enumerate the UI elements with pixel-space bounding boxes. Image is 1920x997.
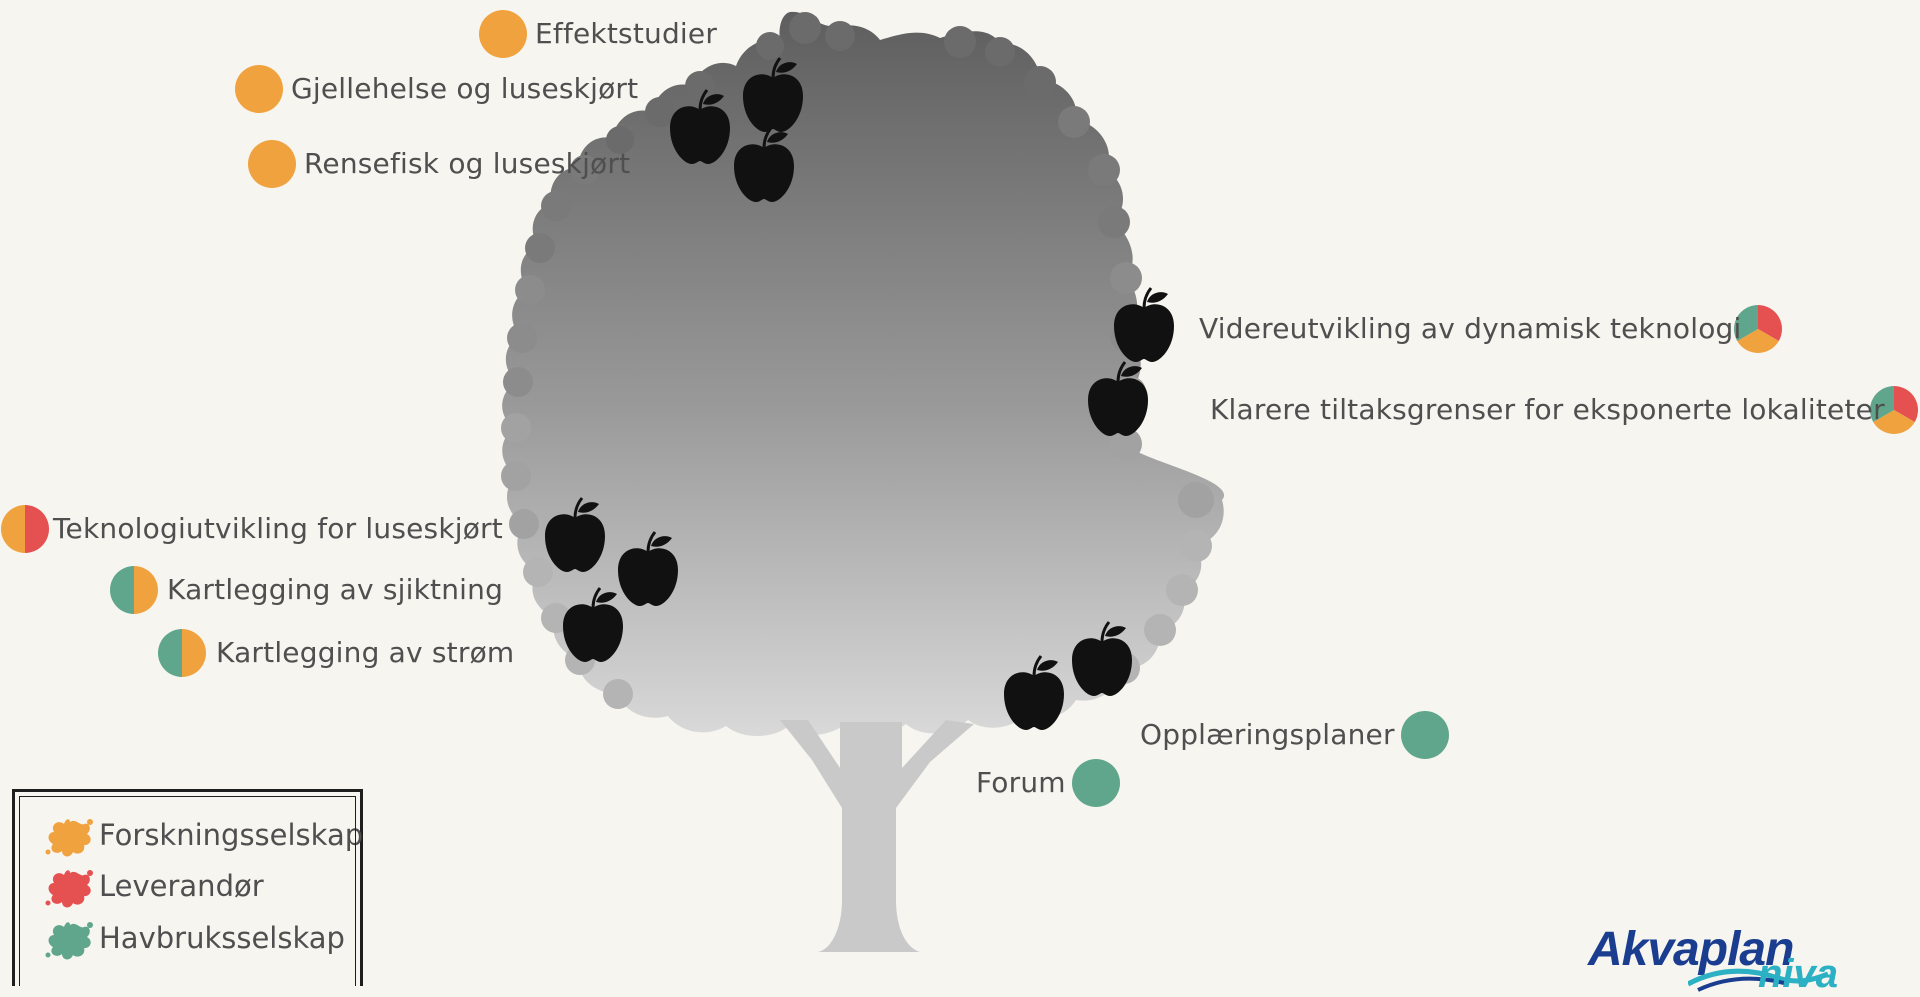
legend-label-forskningsselskap: Forskningsselskap	[99, 818, 364, 852]
legend-label-leverandor: Leverandør	[99, 869, 264, 903]
splat-icon	[45, 922, 93, 960]
label-videreutvikling: Videreutvikling av dynamisk teknologi	[1199, 312, 1742, 345]
splat-icon	[45, 819, 93, 857]
marker-strom	[158, 629, 206, 677]
label-strom: Kartlegging av strøm	[216, 636, 515, 669]
label-effektstudier: Effektstudier	[535, 17, 718, 50]
akvaplan-niva-logo: Akvaplan niva	[1588, 922, 1888, 996]
marker-opplaering	[1401, 711, 1449, 759]
label-teknologiutvikling: Teknologiutvikling for luseskjørt	[53, 512, 503, 545]
marker-gjellehelse	[235, 65, 283, 113]
tree-canopy	[501, 11, 1225, 737]
marker-rensefisk	[248, 140, 296, 188]
marker-effektstudier	[479, 10, 527, 58]
label-sjiktning: Kartlegging av sjiktning	[167, 573, 504, 606]
logo-subtext: niva	[1758, 952, 1839, 996]
label-rensefisk: Rensefisk og luseskjørt	[304, 147, 631, 180]
marker-klarere	[1870, 386, 1918, 434]
marker-sjiktning	[110, 566, 158, 614]
legend: Forskningsselskap Leverandør Havbrukssel…	[12, 789, 363, 986]
marker-videreutvikling	[1734, 305, 1782, 353]
marker-teknologiutvikling	[1, 505, 49, 553]
label-opplaering: Opplæringsplaner	[1140, 718, 1395, 751]
logo-text: Akvaplan	[1588, 923, 1794, 976]
splat-icon	[45, 870, 93, 908]
tree-trunk	[780, 720, 974, 952]
label-forum: Forum	[976, 766, 1066, 799]
legend-label-havbruksselskap: Havbruksselskap	[99, 921, 345, 955]
marker-forum	[1072, 759, 1120, 807]
label-klarere: Klarere tiltaksgrenser for eksponerte lo…	[1210, 393, 1885, 426]
label-gjellehelse: Gjellehelse og luseskjørt	[291, 72, 639, 105]
